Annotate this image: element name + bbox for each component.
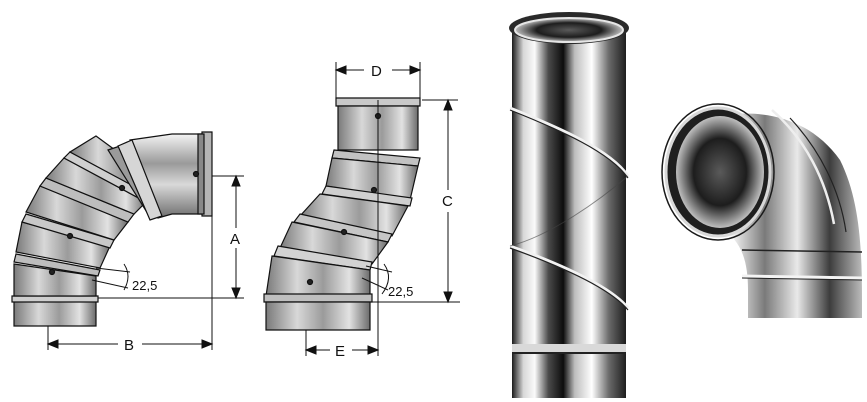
- angle-label-right: 22,5: [388, 284, 413, 299]
- label-c: C: [442, 193, 453, 210]
- dimension-a: [98, 174, 244, 300]
- dimension-e: [304, 100, 380, 356]
- angle-label-left: 22,5: [132, 278, 157, 293]
- adjustable-offset-elbow: [263, 97, 421, 331]
- angle-marker-left: [91, 263, 131, 291]
- elbow-90-photo: [661, 103, 863, 319]
- angle-marker-right: [361, 263, 393, 295]
- straight-pipe-photo: [509, 12, 630, 398]
- adjustable-elbow-90: [11, 131, 213, 327]
- label-b: B: [124, 337, 134, 354]
- label-a: A: [230, 231, 240, 248]
- label-e: E: [335, 343, 345, 360]
- dimension-b: [46, 216, 214, 350]
- dimension-d: [334, 62, 422, 100]
- label-d: D: [371, 63, 382, 80]
- dimension-c: [372, 98, 460, 304]
